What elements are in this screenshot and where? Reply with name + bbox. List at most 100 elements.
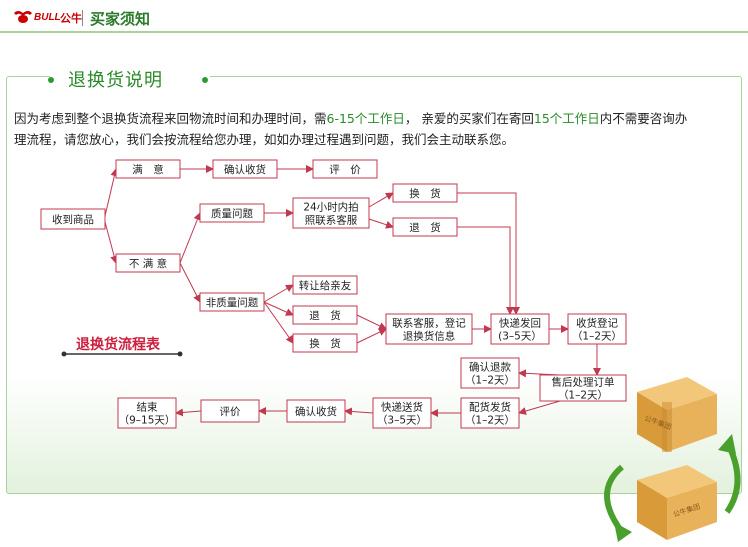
flow-node-label: （1–2天） xyxy=(572,331,622,343)
flow-node-box xyxy=(200,399,260,423)
flow-node-express1: 快递发回(3–5天） xyxy=(490,313,550,345)
flow-node-label: 满 意 xyxy=(132,163,164,176)
flow-node-label: 确认收货 xyxy=(224,163,266,176)
flow-node-exchange2: 换 货 xyxy=(292,333,358,353)
flow-node-label: 快递发回 xyxy=(499,317,541,330)
intro-text: 因为考虑到整个退换货流程来回物流时间和办理时间，需6-15个工作日， 亲爱的买家… xyxy=(14,108,694,150)
flow-arrow xyxy=(263,301,294,344)
flow-node-exchange1: 换 货 xyxy=(392,183,458,203)
flow-node-box xyxy=(199,292,265,312)
flow-arrow xyxy=(179,212,202,264)
flow-node-box xyxy=(392,183,458,203)
flow-arrow xyxy=(344,407,374,416)
flow-node-box xyxy=(312,159,378,179)
flow-arrow xyxy=(263,301,294,316)
flow-node-label: （9–15天） xyxy=(119,415,176,427)
flow-node-label: 结束 xyxy=(137,401,158,414)
flow-arrow xyxy=(457,226,514,315)
flow-node-box xyxy=(385,313,473,345)
flow-node-box xyxy=(115,253,181,273)
flow-node-label: 收到商品 xyxy=(52,213,94,226)
flow-node-box xyxy=(117,397,177,429)
flow-node-label: 退 货 xyxy=(409,221,441,234)
flow-arrow xyxy=(457,192,520,315)
flow-node-label: 评价 xyxy=(220,406,241,418)
brand-logo-text: BULL xyxy=(34,12,61,23)
flow-node-box xyxy=(40,208,106,230)
flow-arrow xyxy=(104,168,119,217)
flow-arrow xyxy=(356,328,387,344)
flow-node-label: （1–2天） xyxy=(465,375,515,387)
flow-arrow xyxy=(368,192,394,208)
intro-segment: 因为考虑到整个退换货流程来回物流时间和办理时间，需 xyxy=(14,111,327,126)
flow-arrow xyxy=(175,408,202,417)
cycle-arrow-left xyxy=(604,464,625,534)
flow-node-box xyxy=(567,313,627,345)
flow-node-label: 售后处理订单 xyxy=(552,376,615,389)
intro-segment: ， 亲爱的买家们在寄回 xyxy=(404,111,534,126)
flow-arrow xyxy=(263,284,294,303)
title-dot-right xyxy=(202,77,208,83)
flow-node-label: 照联系客服 xyxy=(305,214,358,227)
flow-node-label: （3–5天） xyxy=(377,415,427,427)
flow-node-quality: 质量问题 xyxy=(199,203,265,223)
bull-logo-icon xyxy=(14,11,32,23)
flow-node-return1: 退 货 xyxy=(392,217,458,237)
cargo-boxes-illustration: 公牛集团 公牛集团 xyxy=(604,377,741,542)
flow-node-refund: 确认退款（1–2天） xyxy=(460,357,520,389)
flow-node-label: 非质量问题 xyxy=(206,296,259,309)
flow-arrow xyxy=(518,400,561,415)
flow-node-gift: 转让给亲友 xyxy=(292,275,358,295)
flow-node-label: 转让给亲友 xyxy=(299,279,352,292)
flow-node-label: (3–5天） xyxy=(498,331,542,343)
flow-node-box xyxy=(372,397,432,429)
flow-node-unsatisfied: 不 满 意 xyxy=(115,253,181,273)
flow-node-box xyxy=(292,305,358,325)
flow-node-label: 换 货 xyxy=(409,187,441,200)
flow-node-box xyxy=(286,399,346,423)
flow-node-label: 不 满 意 xyxy=(129,257,167,270)
legend-dot-left xyxy=(61,351,67,357)
page-title: 买家须知 xyxy=(90,10,151,28)
flow-node-label: 换 货 xyxy=(309,337,341,350)
flow-node-box xyxy=(292,275,358,295)
flow-node-satisfied: 满 意 xyxy=(115,159,181,179)
flow-node-label: 确认收货 xyxy=(295,405,337,418)
flow-node-return2: 退 货 xyxy=(292,305,358,325)
flow-node-label: 退 货 xyxy=(309,309,341,322)
flow-node-label: （1–2天） xyxy=(558,390,608,402)
intro-segment: 内不需要咨询办理流程，请您放心，我们会按流程给您办理，如如办理过程遇到问题，我们… xyxy=(14,111,688,147)
page-header: BULL 公牛 买家须知 xyxy=(0,0,748,36)
flow-node-box xyxy=(115,159,181,179)
flow-node-confirm2: 确认收货 xyxy=(286,399,346,423)
flow-node-review1: 评 价 xyxy=(312,159,378,179)
flow-node-label: 评 价 xyxy=(329,164,361,176)
flow-node-confirm1: 确认收货 xyxy=(212,159,278,179)
flow-node-receive: 收到商品 xyxy=(40,208,106,230)
title-dot-left xyxy=(48,77,54,83)
flow-arrow xyxy=(179,262,201,303)
flow-node-label: 24小时内拍 xyxy=(303,201,358,214)
flow-node-review2: 评价 xyxy=(200,399,260,423)
legend-dot-right xyxy=(177,351,183,357)
flow-node-nonquality: 非质量问题 xyxy=(199,292,265,312)
brand-logo-cn: 公牛 xyxy=(60,12,82,25)
flow-node-box xyxy=(460,397,520,429)
flow-node-register: 收货登记（1–2天） xyxy=(567,313,627,345)
flow-node-label: 质量问题 xyxy=(211,207,253,220)
flow-node-box xyxy=(539,374,627,402)
flow-node-box xyxy=(392,217,458,237)
flow-node-label: 配货发货 xyxy=(469,401,511,414)
flow-arrow xyxy=(368,218,394,229)
intro-highlight: 6-15个工作日 xyxy=(326,111,405,126)
intro-highlight: 15个工作日 xyxy=(533,111,600,126)
section-title: 退换货说明 xyxy=(68,70,163,91)
flow-node-box xyxy=(292,333,358,353)
header-divider xyxy=(82,10,83,26)
flow-node-label: 联系客服，登记 xyxy=(392,317,466,330)
flow-node-box xyxy=(490,313,550,345)
flow-node-express2: 快递送货（3–5天） xyxy=(372,397,432,429)
flow-node-box xyxy=(292,197,370,229)
